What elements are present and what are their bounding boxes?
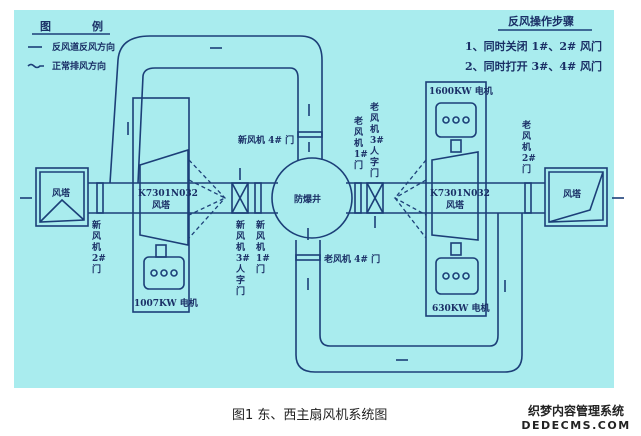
left-motor-label: 1007KW 电机 [134,297,198,309]
old-fan-door1-label: 老 [353,115,363,127]
right-motor-bottom-label: 630KW 电机 [432,302,490,314]
new-fan-door3-label: 门 [236,285,245,297]
step-2: 2、同时打开 3#、4# 风门 [465,59,602,73]
watermark: 织梦内容管理系统 DEDECMS.COM [520,402,632,432]
left-fan-model: K7301N032 [138,189,198,199]
reverse-duct-top-inner [137,67,299,184]
left-motor [143,256,185,290]
old-fan-door1-label: 机 [354,137,363,149]
right-fan-tower: 风塔 [544,167,624,227]
old-fan-door1-label: 风 [354,127,363,138]
legend-reverse: 反风道反风方向 [52,41,115,53]
new-fan-door2-label: 2# [92,254,106,264]
old-fan-door-4 [295,254,321,261]
right-tower-label: 风塔 [563,188,582,200]
reverse-duct-top-outer [109,35,323,184]
new-fan-door-2 [96,182,104,214]
reverse-duct-bottom-outer [295,213,523,373]
left-fan-unit: K7301N032 风塔 1007KW 电机 [132,97,227,313]
old-fan-door1-label: 门 [354,159,363,171]
new-fan-door2-label: 门 [92,263,101,275]
new-fan-door-3-herringbone [231,182,249,214]
new-fan-door-1 [254,182,262,214]
new-fan-door-4 [297,131,323,138]
new-fan-door3-label: 机 [236,241,245,253]
shaft-label: 防爆井 [294,193,321,205]
old-fan-door3-label: 字 [370,156,379,168]
new-fan-door1-label: 1# [256,254,270,264]
operation-steps: 反风操作步骤 1、同时关闭 1#、2# 风门 2、同时打开 3#、4# 风门 [465,14,602,73]
old-fan-door2-label: 机 [522,141,531,153]
new-fan-door3-label: 3# [236,254,250,264]
old-fan-door3-label: 机 [370,123,379,135]
new-fan-door2-label: 风 [92,231,101,242]
new-fan-door3-label: 新 [236,219,245,231]
new-fan-door3-label: 人 [235,263,246,275]
reverse-duct-bottom-inner [319,213,499,347]
old-fan-door3-label: 3# [370,136,384,146]
new-fan-door-4-label: 新风机 4# 门 [238,134,294,146]
new-fan-door3-label: 字 [236,274,245,286]
old-fan-door-4-label: 老风机 4# 门 [323,253,380,265]
left-fan-tower: 风塔 [20,167,89,227]
right-top-motor [435,102,477,138]
new-fan-door2-label: 机 [92,241,101,253]
new-fan-door1-label: 新 [256,219,265,231]
right-bottom-motor [435,257,479,295]
old-fan-door2-label: 风 [522,131,531,142]
right-fan-unit: 1600KW 电机 K7301N032 风塔 630KW 电机 [393,81,493,317]
main-duct [88,182,545,214]
new-fan-door3-label: 风 [236,231,245,242]
legend: 图 例 反风道反风方向 正常排风方向 [27,19,115,72]
legend-title-1: 图 [40,20,51,33]
new-fan-door2-label: 新 [92,219,101,231]
old-fan-door1-label: 1# [354,150,368,160]
figure-caption: 图1 东、西主扇风机系统图 [232,408,388,423]
right-motor-top-label: 1600KW 电机 [429,85,493,97]
legend-normal: 正常排风方向 [52,60,106,72]
watermark-line1: 织梦内容管理系统 [527,404,624,418]
new-fan-door1-label: 门 [256,263,265,275]
watermark-line2: DEDECMS.COM [521,419,631,432]
old-fan-door3-label: 风 [370,113,379,124]
old-fan-door-2 [524,182,532,214]
old-fan-door-1 [354,182,362,214]
old-fan-door2-label: 2# [522,154,536,164]
new-fan-door1-label: 机 [256,241,265,253]
old-fan-door3-label: 人 [369,145,380,157]
diagram-background [14,10,614,388]
left-fan-sub: 风塔 [152,199,171,211]
legend-title-2: 例 [92,19,103,33]
step-1: 1、同时关闭 1#、2# 风门 [465,39,602,53]
wavy-arrow-icon [27,63,44,69]
right-fan-model: K7301N032 [430,189,490,199]
left-tower-label: 风塔 [52,187,71,199]
old-fan-door3-label: 老 [369,101,379,113]
old-fan-door2-label: 老 [521,119,531,131]
steps-title: 反风操作步骤 [508,14,574,28]
old-fan-door3-label: 门 [370,167,379,179]
right-fan-sub: 风塔 [446,199,465,211]
old-fan-door2-label: 门 [522,163,531,175]
explosion-proof-shaft [271,157,353,239]
old-fan-door-3-herringbone [366,182,384,214]
new-fan-door1-label: 风 [256,231,265,242]
